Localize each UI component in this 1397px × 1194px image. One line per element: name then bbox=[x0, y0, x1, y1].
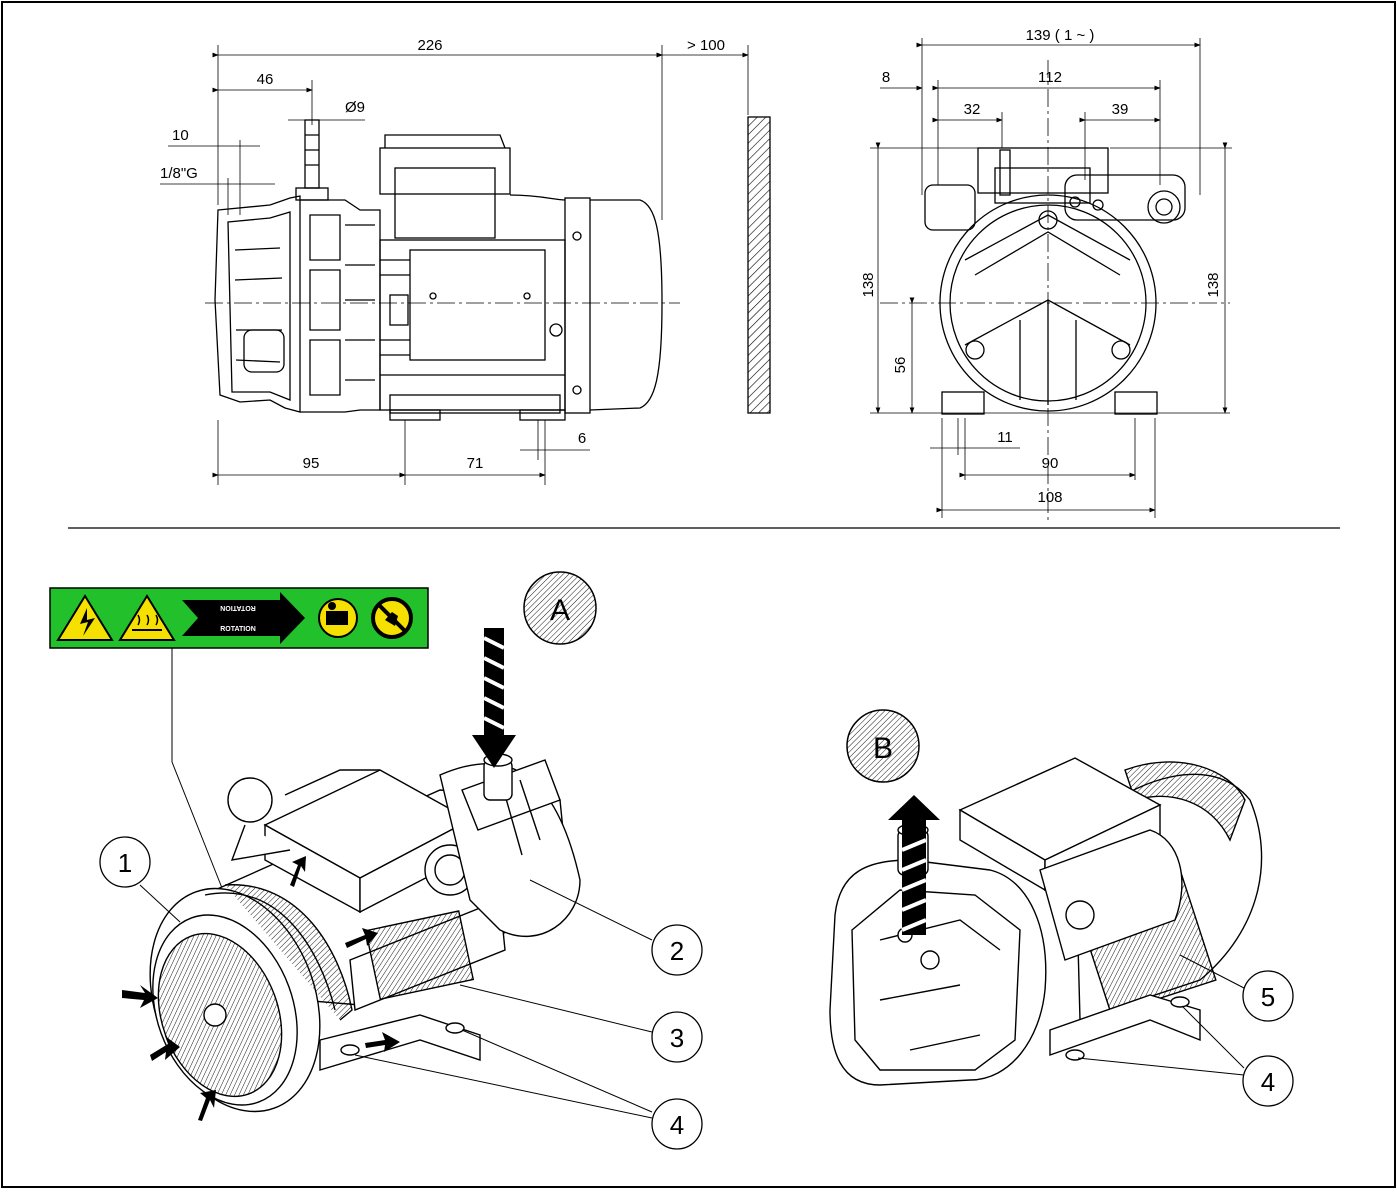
svg-text:1: 1 bbox=[118, 848, 132, 878]
dim-port-offset: 10 bbox=[172, 127, 189, 144]
rotation-arrow-icon bbox=[182, 592, 305, 644]
dim-height-left: 138 bbox=[860, 272, 877, 297]
dim-width-single-phase: 139 ( 1 ~ ) bbox=[1026, 27, 1095, 44]
svg-text:2: 2 bbox=[670, 936, 684, 966]
dim-clearance: > 100 bbox=[687, 37, 725, 54]
rotation-text-inverted: ROTATION bbox=[220, 604, 256, 611]
dim-foot-slot: 11 bbox=[997, 429, 1013, 446]
callout-1: 1 bbox=[99, 836, 181, 923]
dim-left-offset: 32 bbox=[964, 101, 981, 118]
svg-text:5: 5 bbox=[1261, 982, 1275, 1012]
dim-width: 112 bbox=[1038, 69, 1062, 86]
dim-flange-offset: 8 bbox=[882, 69, 890, 86]
no-touch-icon bbox=[371, 597, 413, 639]
callout-5: 5 bbox=[1179, 954, 1294, 1022]
dim-thread: 1/8"G bbox=[160, 165, 198, 182]
hot-surface-icon bbox=[118, 594, 176, 641]
end-view bbox=[870, 38, 1232, 520]
dim-axis-height: 56 bbox=[892, 357, 909, 374]
dim-height-right: 138 bbox=[1205, 272, 1222, 297]
callout-4-b: 4 bbox=[1077, 1005, 1294, 1107]
view-b-letter: B bbox=[873, 732, 893, 765]
view-a-pump-illustration bbox=[149, 753, 581, 1113]
dim-right-offset: 39 bbox=[1112, 101, 1129, 118]
svg-text:4: 4 bbox=[670, 1110, 684, 1140]
svg-text:3: 3 bbox=[670, 1023, 684, 1053]
airflow-arrows-a bbox=[122, 856, 400, 1121]
read-manual-icon bbox=[318, 598, 358, 638]
outlet-arrow-b bbox=[888, 795, 940, 935]
svg-text:4: 4 bbox=[1261, 1067, 1275, 1097]
dim-overall-length: 226 bbox=[417, 37, 442, 54]
dim-base-width: 108 bbox=[1037, 489, 1062, 506]
view-a-letter: A bbox=[550, 594, 570, 627]
dim-base-a: 95 bbox=[303, 455, 320, 472]
dim-foot-spacing: 90 bbox=[1042, 455, 1059, 472]
view-b-marker: B bbox=[846, 709, 920, 783]
dim-hose-diameter: Ø9 bbox=[345, 99, 365, 116]
dim-inlet-offset: 46 bbox=[257, 71, 274, 88]
dim-base-c: 6 bbox=[578, 430, 586, 447]
inlet-arrow-a bbox=[472, 628, 516, 768]
warning-label: ROTATION ROTATION bbox=[49, 587, 429, 649]
label-leader-line-2 bbox=[171, 761, 223, 889]
callout-3: 3 bbox=[459, 984, 703, 1063]
view-a-marker: A bbox=[523, 571, 597, 645]
side-view bbox=[160, 45, 771, 485]
callout-2: 2 bbox=[529, 879, 703, 976]
dim-base-b: 71 bbox=[467, 455, 484, 472]
view-b-pump-illustration bbox=[829, 757, 1263, 1086]
rotation-text: ROTATION bbox=[220, 626, 256, 633]
electric-hazard-icon bbox=[56, 594, 114, 641]
wall-hatch bbox=[747, 116, 771, 414]
callout-4-a: 4 bbox=[354, 1029, 703, 1150]
